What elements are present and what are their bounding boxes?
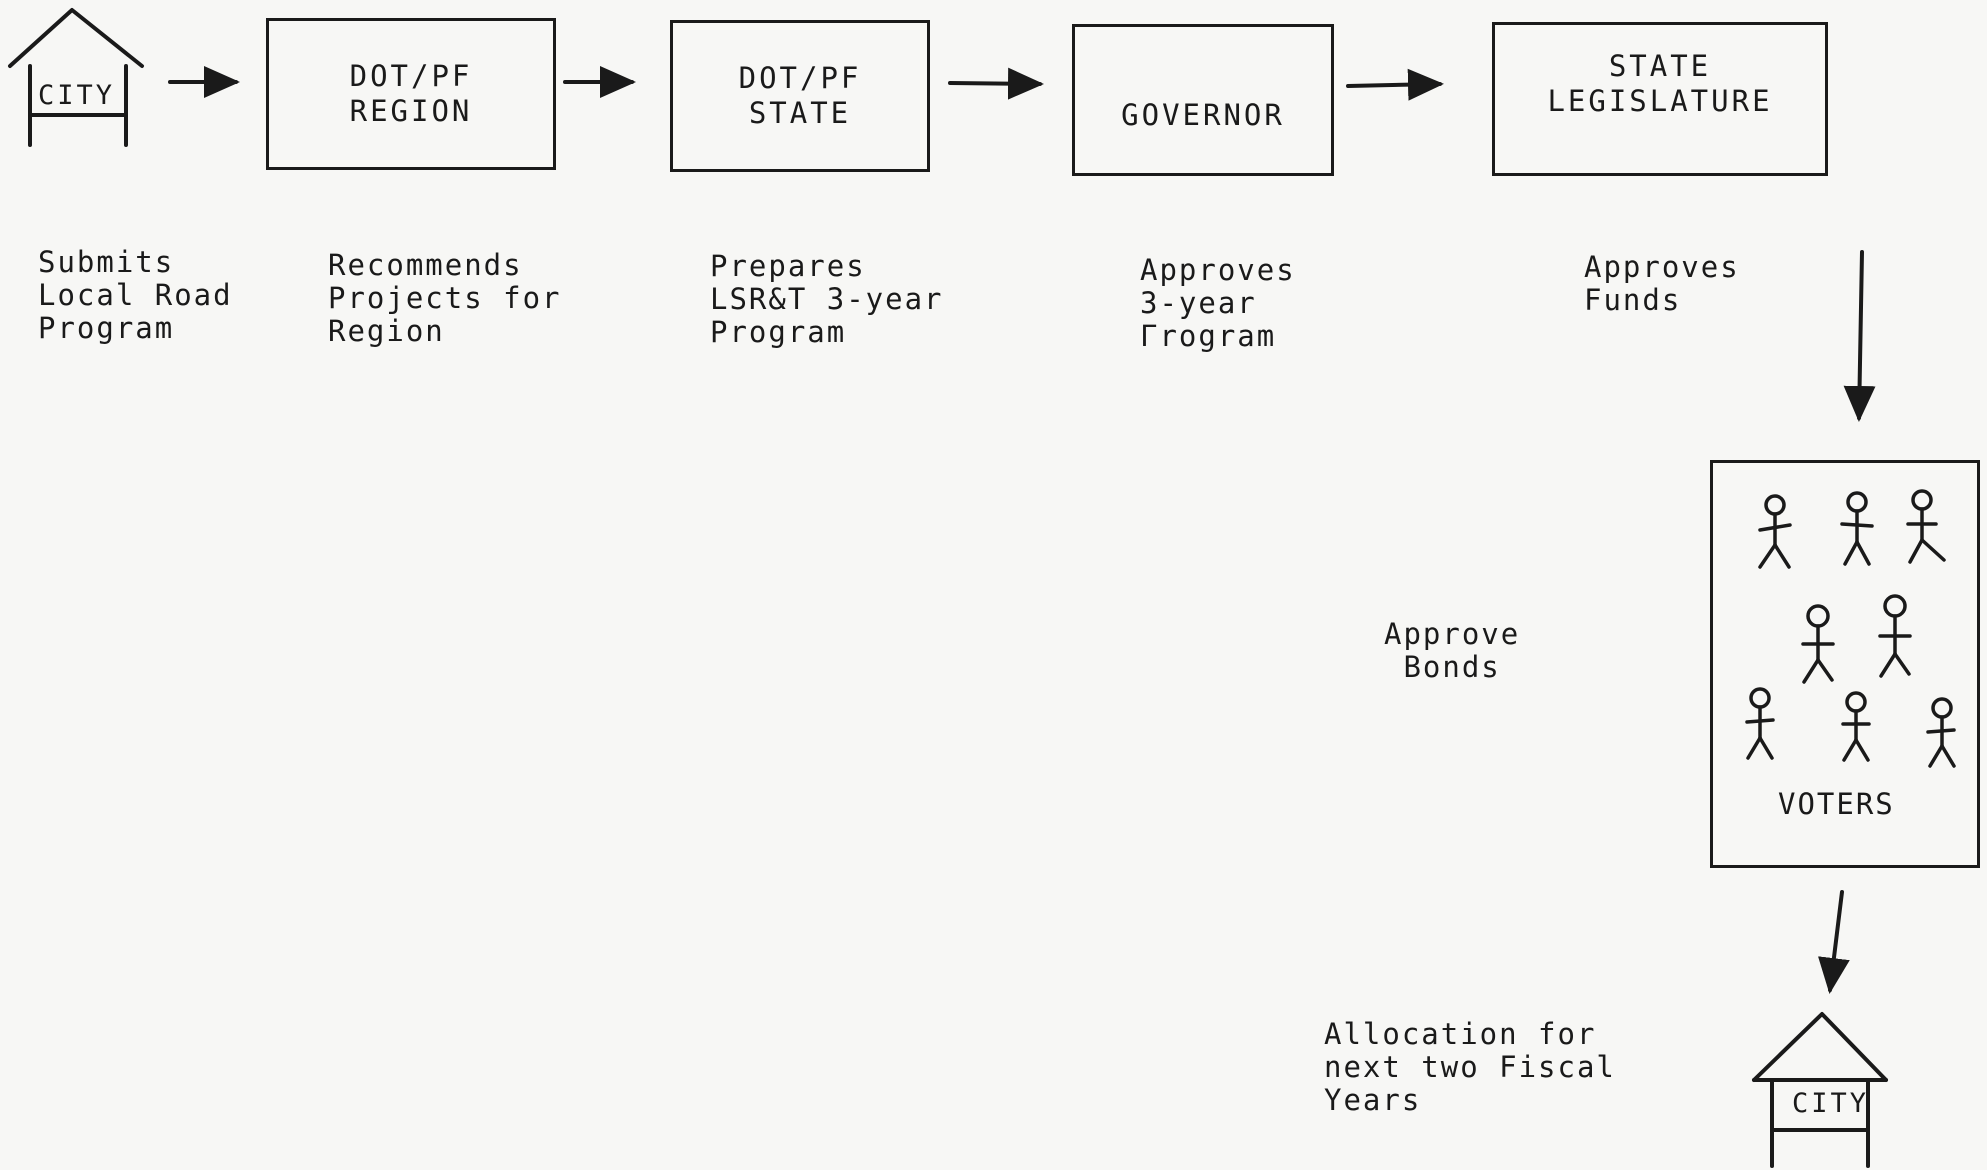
arrow-legislature-to-voters (1843, 250, 1876, 422)
voter-figure-icon (1801, 604, 1835, 684)
voter-figure-icon (1906, 489, 1946, 564)
arrow-state-to-governor (948, 67, 1044, 100)
caption-recommends-projects: Recommends Projects for Region (328, 248, 562, 348)
arrow-governor-to-legislature (1346, 68, 1444, 101)
voters-label: VOTERS (1778, 787, 1895, 821)
city-house-icon-top (8, 8, 144, 147)
voter-figure-icon (1758, 494, 1792, 569)
dotpf-state-box: DOT/PF STATE (670, 20, 930, 172)
caption-prepares-program: Prepares LSR&T 3-year Program (710, 249, 944, 349)
caption-approve-bonds: Approve Bonds (1384, 617, 1521, 684)
city-top-label: CITY (38, 80, 116, 111)
caption-approves-funds: Approves Funds (1584, 250, 1740, 317)
state-legislature-label: STATE LEGISLATURE (1547, 49, 1773, 118)
governor-label: GOVERNOR (1121, 97, 1285, 132)
arrow-voters-to-city (1818, 890, 1850, 994)
voter-figure-icon (1745, 687, 1775, 760)
caption-submits-program: Submits Local Road Program (38, 245, 233, 345)
voter-figure-icons (1745, 489, 1956, 768)
city-house-icon-bottom (1752, 1012, 1888, 1168)
caption-allocation: Allocation for next two Fiscal Years (1324, 1017, 1616, 1117)
voter-figure-icon (1878, 594, 1912, 678)
caption-approves-program: Approves 3-year Γrogram (1140, 253, 1296, 353)
dotpf-region-label: DOT/PF REGION (349, 59, 473, 128)
voters-box (1710, 460, 1980, 868)
dotpf-region-box: DOT/PF REGION (266, 18, 556, 170)
state-legislature-box: STATE LEGISLATURE (1492, 22, 1828, 176)
voter-figure-icon (1840, 491, 1874, 566)
voter-figure-icon (1926, 697, 1956, 768)
dotpf-state-label: DOT/PF STATE (738, 61, 862, 130)
voter-figure-icon (1841, 691, 1871, 762)
city-bottom-label: CITY (1792, 1088, 1870, 1119)
governor-box: GOVERNOR (1072, 24, 1334, 176)
